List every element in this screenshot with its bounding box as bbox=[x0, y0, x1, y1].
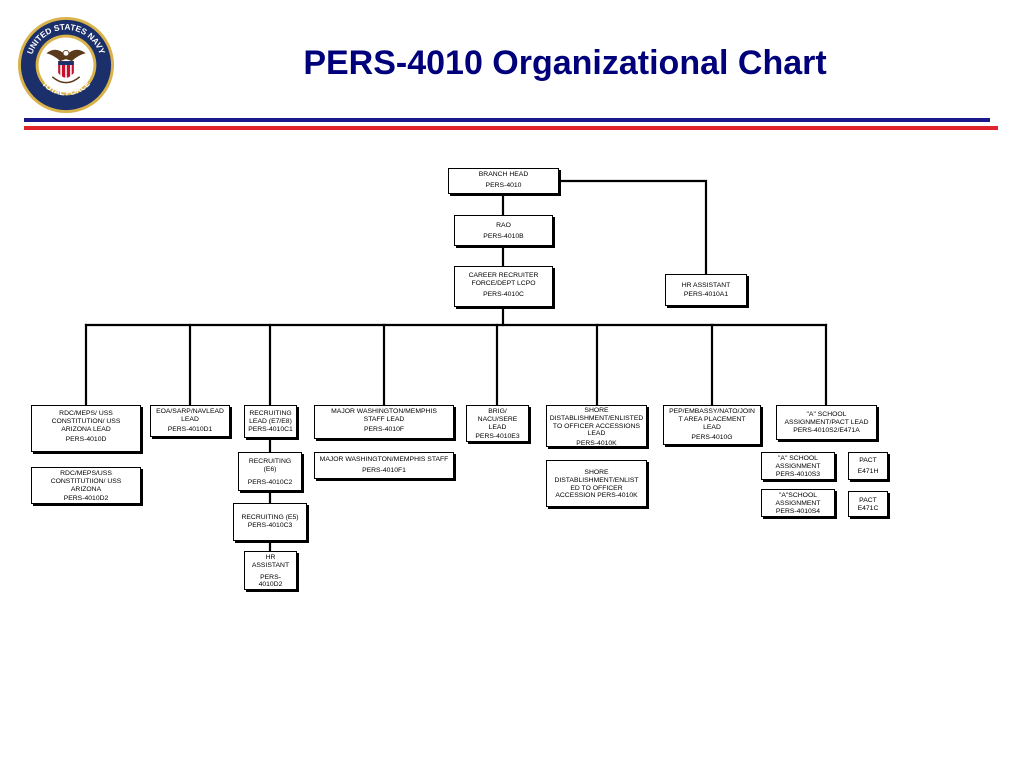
navy-seal-logo: UNITED STATES NAVY TOTAL FORCE bbox=[17, 16, 115, 114]
box-rdc-meps-lead: RDC/MEPS/ USS CONSTITUTION/ USS ARIZONA … bbox=[31, 405, 141, 452]
box-a-school-lead: "A" SCHOOL ASSIGNMENT/PACT LEAD PERS-401… bbox=[776, 405, 877, 440]
box-pact-e471c-title: PACT E471C bbox=[857, 497, 879, 512]
box-rdc-meps-d2-code: PERS-4010D2 bbox=[63, 495, 109, 503]
box-recruiting-lead: RECRUITING LEAD (E7/E8) PERS-4010C1 bbox=[244, 405, 297, 438]
box-brig-nacu-title: BRIG/ NACU/SERE LEAD bbox=[477, 408, 518, 431]
box-pep-embassy: PEP/EMBASSY/NATO/JOIN T AREA PLACEMENT L… bbox=[663, 405, 761, 445]
box-recruiting-lead-title: RECRUITING LEAD (E7/E8) PERS-4010C1 bbox=[248, 410, 293, 433]
page-title: PERS-4010 Organizational Chart bbox=[303, 44, 827, 82]
header-rule-blue bbox=[24, 118, 990, 122]
box-branch-head-title: BRANCH HEAD bbox=[478, 171, 529, 178]
box-shore-lead: SHORE DISTABLISHMENT/ENLISTED TO OFFICER… bbox=[546, 405, 647, 447]
box-a-school-s4: "A"SCHOOL ASSIGNMENT PERS-4010S4 bbox=[761, 489, 835, 517]
box-recruiting-e6-code: PERS-4010C2 bbox=[247, 478, 293, 486]
box-rao: RAO PERS-4010B bbox=[454, 215, 553, 246]
box-recruiting-e5-title: RECRUITING (E5) PERS-4010C3 bbox=[241, 514, 299, 529]
box-major-washington-lead-title: MAJOR WASHINGTON/MEMPHIS STAFF LEAD bbox=[331, 408, 437, 423]
box-rdc-meps-d2-title: RDC/MEPS/USS CONSTITUTIION/ USS ARIZONA bbox=[50, 470, 122, 493]
box-career-recruiter-code: PERS-4010C bbox=[483, 290, 524, 298]
box-eoa-sarp-code: PERS-4010D1 bbox=[167, 425, 213, 433]
box-rdc-meps-lead-code: PERS-4010D bbox=[65, 436, 107, 444]
box-brig-nacu-code: PERS-4010E3 bbox=[475, 433, 520, 441]
box-pact-e471h-title: PACT bbox=[859, 457, 877, 464]
eagle-shield-icon bbox=[46, 49, 86, 84]
box-rdc-meps-d2: RDC/MEPS/USS CONSTITUTIION/ USS ARIZONA … bbox=[31, 467, 141, 504]
box-a-school-s3: "A" SCHOOL ASSIGNMENT PERS-4010S3 bbox=[761, 452, 835, 480]
box-hr-assistant-d2-code: PERS- 4010D2 bbox=[258, 573, 283, 589]
box-major-washington-staff-title: MAJOR WASHINGTON/MEMPHIS STAFF bbox=[319, 456, 449, 463]
box-pep-embassy-title: PEP/EMBASSY/NATO/JOIN T AREA PLACEMENT L… bbox=[669, 408, 755, 431]
box-shore-lead-title: SHORE DISTABLISHMENT/ENLISTED TO OFFICER… bbox=[549, 407, 644, 438]
box-hr-assistant-d2: HR ASSISTANT PERS- 4010D2 bbox=[244, 551, 297, 590]
box-rdc-meps-lead-title: RDC/MEPS/ USS CONSTITUTION/ USS ARIZONA … bbox=[51, 410, 121, 433]
box-shore-staff-title: SHORE DISTABLISHMENT/ENLIST ED TO OFFICE… bbox=[554, 469, 639, 500]
box-pep-embassy-code: PERS-4010G bbox=[691, 434, 733, 442]
box-pact-e471c: PACT E471C bbox=[848, 491, 888, 517]
box-recruiting-e5: RECRUITING (E5) PERS-4010C3 bbox=[233, 503, 307, 541]
box-career-recruiter: CAREER RECRUITER FORCE/DEPT LCPO PERS-40… bbox=[454, 266, 553, 307]
box-shore-lead-code: PERS-4010K bbox=[576, 440, 617, 448]
box-career-recruiter-title: CAREER RECRUITER FORCE/DEPT LCPO bbox=[468, 272, 539, 287]
box-hr-assistant-a1: HR ASSISTANT PERS-4010A1 bbox=[665, 274, 747, 306]
box-a-school-lead-title: "A" SCHOOL ASSIGNMENT/PACT LEAD PERS-401… bbox=[784, 411, 869, 434]
box-recruiting-e6: RECRUITING (E6) PERS-4010C2 bbox=[238, 452, 302, 491]
box-major-washington-staff-code: PERS-4010F1 bbox=[362, 466, 406, 474]
box-branch-head: BRANCH HEAD PERS-4010 bbox=[448, 168, 559, 194]
box-a-school-s4-title: "A"SCHOOL ASSIGNMENT PERS-4010S4 bbox=[775, 492, 821, 515]
box-shore-staff: SHORE DISTABLISHMENT/ENLIST ED TO OFFICE… bbox=[546, 460, 647, 507]
connector-branch-hr bbox=[556, 179, 708, 276]
box-rao-code: PERS-4010B bbox=[483, 232, 524, 240]
box-hr-assistant-a1-code: PERS-4010A1 bbox=[683, 290, 729, 298]
box-pact-e471h: PACT E471H bbox=[848, 452, 888, 480]
header-rule-red bbox=[24, 126, 998, 130]
box-eoa-sarp-title: EOA/SARP/NAVLEAD LEAD bbox=[156, 408, 224, 423]
box-rao-title: RAO bbox=[496, 222, 511, 229]
box-major-washington-lead: MAJOR WASHINGTON/MEMPHIS STAFF LEAD PERS… bbox=[314, 405, 454, 439]
box-hr-assistant-a1-title: HR ASSISTANT bbox=[681, 282, 731, 289]
box-brig-nacu: BRIG/ NACU/SERE LEAD PERS-4010E3 bbox=[466, 405, 529, 442]
box-a-school-s3-title: "A" SCHOOL ASSIGNMENT PERS-4010S3 bbox=[775, 455, 821, 478]
box-major-washington-staff: MAJOR WASHINGTON/MEMPHIS STAFF PERS-4010… bbox=[314, 452, 454, 479]
box-eoa-sarp: EOA/SARP/NAVLEAD LEAD PERS-4010D1 bbox=[150, 405, 230, 437]
box-pact-e471h-code: E471H bbox=[857, 467, 879, 475]
box-recruiting-e6-title: RECRUITING (E6) bbox=[248, 458, 292, 473]
box-branch-head-code: PERS-4010 bbox=[485, 181, 522, 189]
box-major-washington-lead-code: PERS-4010F bbox=[363, 425, 405, 433]
box-hr-assistant-d2-title: HR ASSISTANT bbox=[251, 554, 290, 569]
